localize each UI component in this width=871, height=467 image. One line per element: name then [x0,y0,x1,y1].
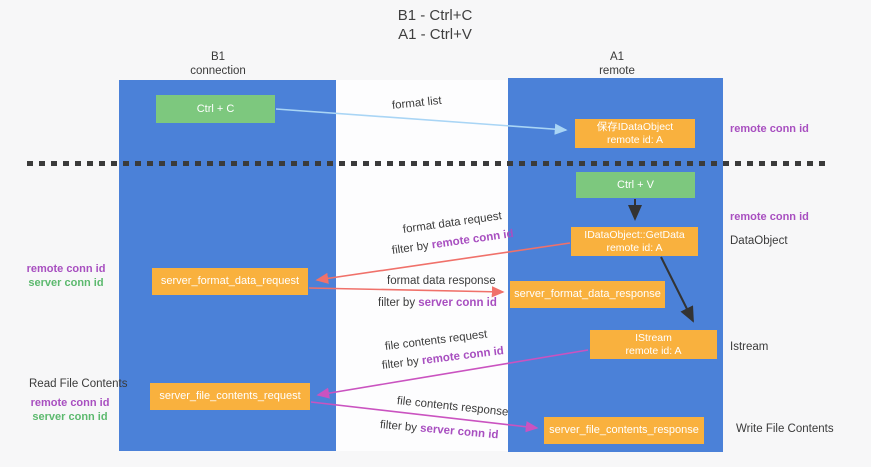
column-a1-subtitle: remote [599,65,635,77]
server-format-data-response-label: server_format_data_response [514,288,661,300]
save-dataobject-line1: 保存IDataObject [596,120,674,133]
istream-side-label: Istream [730,341,769,353]
istream-line2: remote id: A [625,344,682,357]
save-dataobject-line2: remote id: A [606,133,663,146]
server-conn-id-left-bottom: server conn id [32,410,108,423]
server-file-contents-request-box: server_file_contents_request [150,383,310,410]
ctrl-v-box: Ctrl + V [576,172,695,198]
remote-conn-id-left-bottom: remote conn id [30,397,110,409]
server-conn-id-left-mid: server conn id [28,276,104,289]
save-dataobject-box: 保存IDataObject remote id: A [575,119,695,148]
left-conn-ids-mid: remote conn id server conn id [20,263,112,290]
column-b1-name: B1 [210,51,226,63]
istream-box: IStream remote id: A [590,330,717,359]
getdata-line1: IDataObject::GetData [584,228,685,241]
server-file-contents-request-label: server_file_contents_request [159,390,301,402]
center-band [336,80,508,451]
ctrl-c-box: Ctrl + C [156,95,275,123]
column-header-a1: A1 remote [557,50,677,78]
diagram-title: B1 - Ctrl+C A1 - Ctrl+V [330,6,540,44]
column-a1-name: A1 [609,51,625,63]
title-line-1: B1 - Ctrl+C [397,7,473,24]
filter-by-text: filter by [378,297,419,309]
title-line-2: A1 - Ctrl+V [398,26,472,43]
server-file-contents-response-box: server_file_contents_response [544,417,704,444]
server-format-data-request-label: server_format_data_request [160,275,300,287]
phase-separator-dashed-line [27,161,831,166]
ctrl-c-label: Ctrl + C [196,102,235,115]
left-conn-ids-bottom: remote conn id server conn id [24,397,116,424]
write-file-contents-label: Write File Contents [736,423,834,435]
read-file-contents-label: Read File Contents [29,378,128,390]
idataobject-getdata-box: IDataObject::GetData remote id: A [571,227,698,256]
server-format-data-request-box: server_format_data_request [152,268,308,295]
server-conn-id-inline: server conn id [418,297,497,309]
column-b1-subtitle: connection [190,65,246,77]
remote-conn-id-label-mid: remote conn id [730,211,809,223]
filter-by-server-1: filter by server conn id [378,297,497,309]
remote-conn-id-label-top: remote conn id [730,123,809,135]
format-data-response-label: format data response [387,275,496,287]
server-format-data-response-box: server_format_data_response [510,281,665,308]
getdata-line2: remote id: A [606,241,663,254]
ctrl-v-label: Ctrl + V [617,178,654,191]
server-file-contents-response-label: server_file_contents_response [549,424,699,436]
dataobject-label: DataObject [730,235,788,247]
istream-line1: IStream [635,331,672,344]
column-header-b1: B1 connection [158,50,278,78]
remote-conn-id-left-mid: remote conn id [26,263,106,275]
